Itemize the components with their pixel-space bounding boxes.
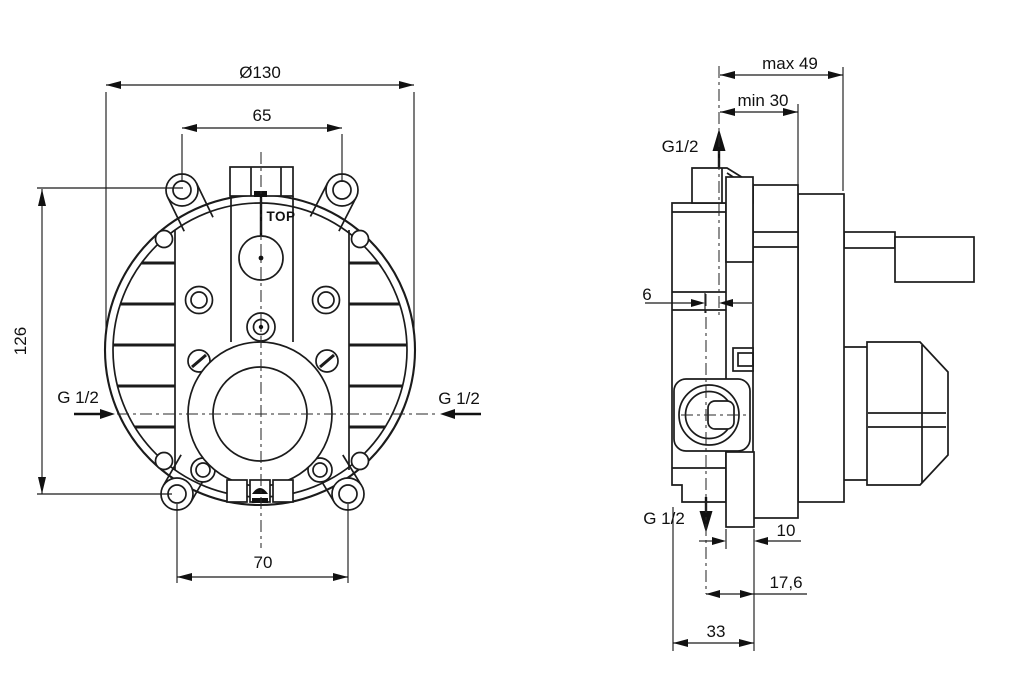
side-arm-large xyxy=(894,236,975,283)
left-inlet-label: G 1/2 xyxy=(57,388,99,407)
top-marking: TOP xyxy=(266,209,295,224)
upper-boss xyxy=(725,176,754,263)
bottom-outlet-label: G 1/2 xyxy=(643,509,685,528)
dim-diameter-label: Ø130 xyxy=(239,63,281,82)
mid-body-slab xyxy=(752,184,799,519)
screw-right xyxy=(315,349,339,373)
screw-left xyxy=(187,349,211,373)
side-view: max 49 min 30 G1/2 6 G 1/2 10 17,6 33 xyxy=(642,54,975,651)
dim-offset-label: 6 xyxy=(642,285,651,304)
side-arm-small xyxy=(843,231,896,249)
plug-circle xyxy=(238,235,284,281)
ribs-right xyxy=(349,261,407,429)
cartridge-dome xyxy=(844,341,949,486)
top-outlet-label: G1/2 xyxy=(662,137,699,156)
bottom-outlet-boss xyxy=(725,451,755,528)
ribs-left xyxy=(113,261,175,429)
clip-tab xyxy=(732,347,754,372)
dim-top-holes-label: 65 xyxy=(253,106,272,125)
bottom-serrations xyxy=(226,479,294,503)
front-dimensions xyxy=(37,81,481,583)
wall-plate xyxy=(671,202,727,503)
dim-axis-depth-label: 17,6 xyxy=(769,573,802,592)
rear-body-block xyxy=(797,193,845,503)
dim-min-depth-label: min 30 xyxy=(737,91,788,110)
front-view: Ø130 65 126 70 G 1/2 G 1/2 TOP xyxy=(11,63,481,583)
right-inlet-label: G 1/2 xyxy=(438,389,480,408)
dim-bottom-holes-label: 70 xyxy=(254,553,273,572)
side-dimensions xyxy=(645,67,844,651)
dim-step-label: 10 xyxy=(777,521,796,540)
dim-total-depth-label: 33 xyxy=(707,622,726,641)
dim-height-label: 126 xyxy=(11,327,30,355)
dim-max-depth-label: max 49 xyxy=(762,54,818,73)
